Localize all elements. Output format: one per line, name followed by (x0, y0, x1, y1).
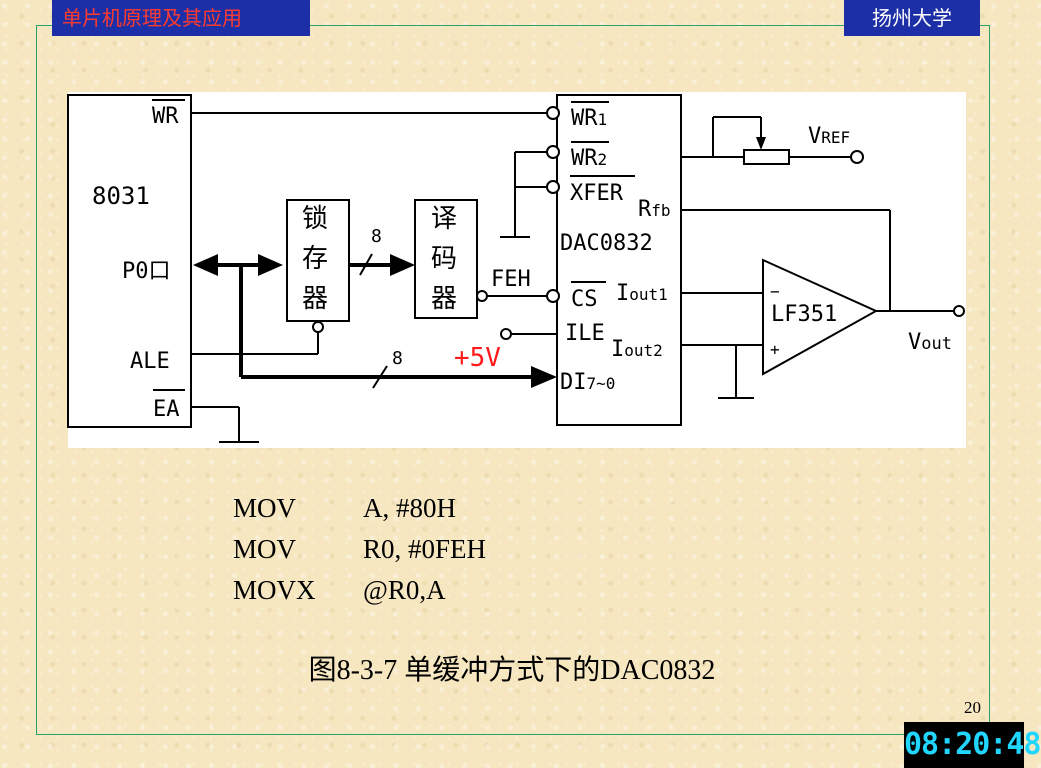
mcu-p0-label: P0口 (122, 259, 171, 284)
mcu-wr-label: WR (152, 104, 179, 129)
opamp-minus-label: − (770, 282, 780, 301)
dac-iout1-label: Iout1 (616, 281, 668, 306)
bus-width-label-2: 8 (392, 348, 403, 369)
vref-label: VREF (808, 124, 850, 149)
latch-char-2: 存 (302, 244, 328, 274)
course-title-tag: 单片机原理及其应用 (52, 0, 310, 36)
dac-wr1-label: WR1 (571, 106, 607, 131)
circuit-diagram: WR 8031 P0口 ALE EA 锁 存 器 译 码 器 8 8 FEH +… (67, 92, 966, 448)
code-line-3: MOVX@R0,A (233, 575, 446, 605)
opamp-plus-label: + (770, 340, 780, 359)
frame-bottom-line (36, 734, 904, 735)
dac-rfb-label: Rfb (638, 197, 671, 222)
mcu-8031-box (67, 94, 192, 428)
frame-left-line (36, 25, 37, 735)
lf351-opamp (762, 258, 879, 376)
dac-xfer-label: XFER (570, 181, 624, 206)
frame-right-line (989, 25, 990, 725)
decoder-char-1: 译 (431, 204, 457, 234)
decoder-char-2: 码 (431, 244, 457, 274)
dac-name-label: DAC0832 (560, 231, 653, 256)
dac0832-box (556, 94, 682, 426)
feh-label: FEH (491, 267, 531, 292)
frame-top-line (36, 25, 990, 26)
mcu-name-label: 8031 (92, 182, 150, 210)
mcu-ale-label: ALE (130, 349, 170, 374)
opamp-name-label: LF351 (771, 302, 837, 327)
bus-width-label-1: 8 (371, 226, 382, 247)
page-number: 20 (964, 698, 981, 717)
dac-cs-label: CS (571, 287, 598, 312)
clock-display: 08:20:48 (904, 722, 1041, 768)
plus5v-label: +5V (454, 343, 501, 373)
dac-ile-label: ILE (565, 321, 605, 346)
mcu-ea-label: EA (153, 397, 180, 422)
dac-di-label: DI7~0 (560, 370, 615, 395)
latch-char-1: 锁 (302, 204, 328, 234)
decoder-box (414, 199, 478, 319)
figure-caption: 图8-3-7 单缓冲方式下的DAC0832 (308, 655, 716, 686)
decoder-char-3: 器 (431, 284, 457, 314)
dac-iout2-label: Iout2 (611, 337, 663, 362)
latch-char-3: 器 (302, 284, 328, 314)
vout-label: Vout (908, 330, 952, 355)
dac-wr2-label: WR2 (571, 146, 607, 171)
school-tag: 扬州大学 (844, 0, 980, 36)
